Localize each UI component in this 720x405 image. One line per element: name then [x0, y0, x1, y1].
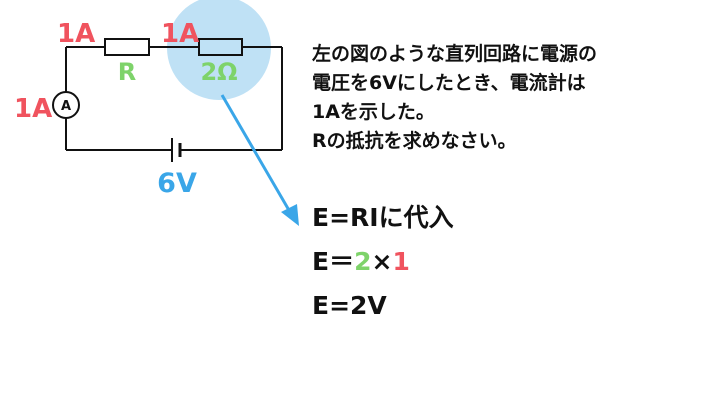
solution-steps: E=RIに代入 E＝2×1 E=2V — [312, 196, 454, 328]
substitution-times: × — [371, 247, 393, 276]
resistor-r-label: R — [118, 58, 136, 86]
circuit-wires — [65, 46, 283, 151]
current-label-top-right: 1A — [161, 19, 199, 49]
substitution-current: 1 — [392, 247, 410, 276]
battery-icon — [171, 138, 182, 162]
substitution-prefix: E＝ — [312, 247, 355, 276]
substitution-line: E＝2×1 — [312, 240, 454, 284]
result-line: E=2V — [312, 291, 387, 320]
problem-text: 左の図のような直列回路に電源の 電圧を6Vにしたとき、電流計は 1Aを示した。 … — [312, 40, 712, 156]
ammeter-symbol: A — [61, 99, 71, 114]
problem-line: 左の図のような直列回路に電源の — [312, 43, 598, 65]
resistor-2ohm-label: 2Ω — [200, 58, 237, 86]
problem-line: 1Aを示した。 — [312, 101, 435, 123]
current-label-top-left: 1A — [57, 19, 95, 49]
resistor-r — [104, 38, 150, 56]
voltage-label: 6V — [157, 168, 197, 199]
resistor-2ohm — [198, 38, 243, 56]
formula-line: E=RIに代入 — [312, 203, 454, 232]
substitution-resistance: 2 — [354, 247, 372, 276]
current-label-ammeter: 1A — [14, 94, 52, 124]
pointer-arrow — [220, 94, 299, 226]
highlight-circle — [167, 0, 271, 100]
ammeter-icon — [52, 91, 80, 119]
problem-line: Rの抵抗を求めなさい。 — [312, 130, 517, 152]
problem-line: 電圧を6Vにしたとき、電流計は — [312, 72, 586, 94]
